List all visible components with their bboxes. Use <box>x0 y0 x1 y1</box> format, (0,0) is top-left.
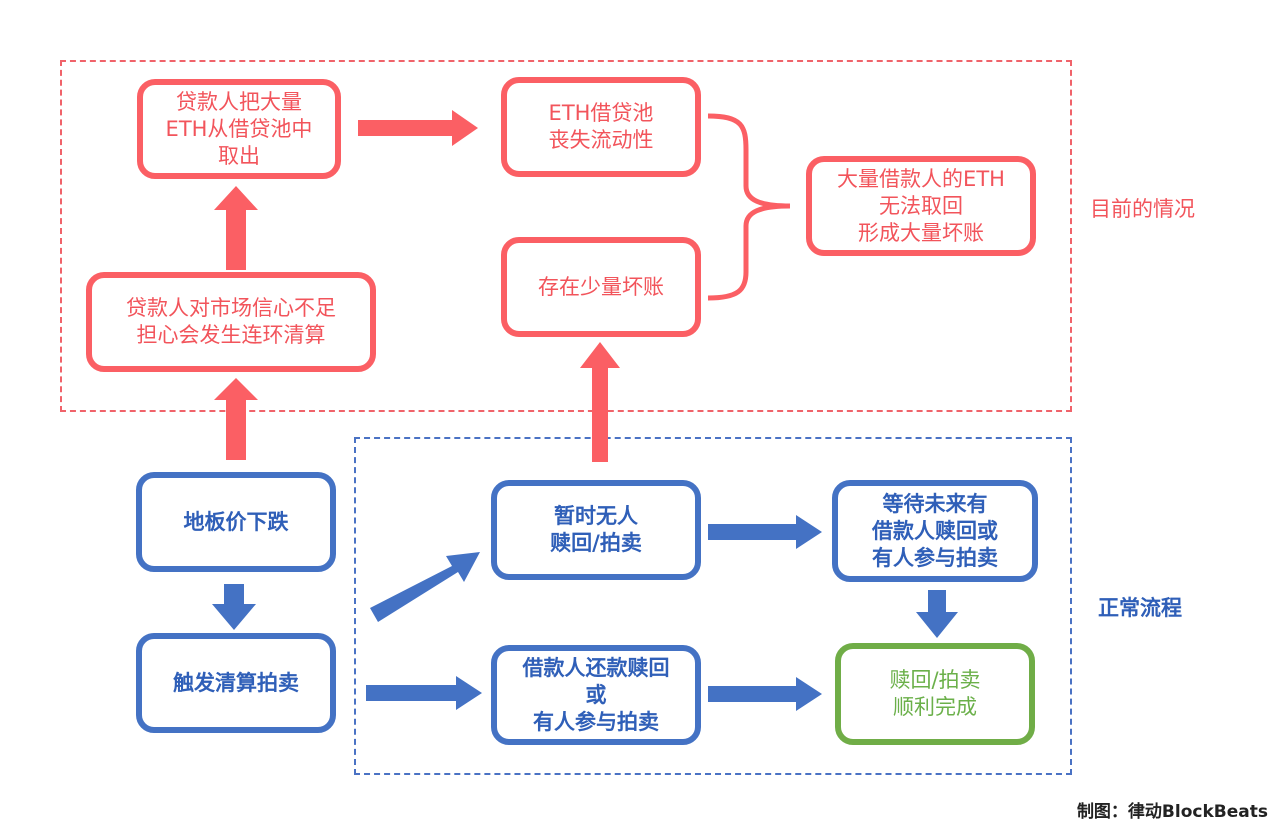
arrow-trigger-to-noredeem <box>370 552 480 622</box>
arrow-trigger-to-repay <box>366 676 482 710</box>
label-current-situation: 目前的情况 <box>1090 197 1195 221</box>
box-withdraw-eth: 贷款人把大量 ETH从借贷池中 取出 <box>137 79 341 179</box>
box-pool-illiquid: ETH借贷池 丧失流动性 <box>501 77 701 177</box>
arrow-floor-to-fear <box>214 378 258 460</box>
arrow-noredeem-to-wait <box>708 515 822 549</box>
chart-credit: 制图：律动BlockBeats <box>1076 802 1268 822</box>
box-wait-future: 等待未来有 借款人赎回或 有人参与拍卖 <box>832 480 1038 582</box>
box-floor-drop: 地板价下跌 <box>136 472 336 572</box>
box-trigger-auction: 触发清算拍卖 <box>136 633 336 733</box>
box-repay-redeem: 借款人还款赎回 或 有人参与拍卖 <box>491 645 701 745</box>
box-no-redeemer: 暂时无人 赎回/拍卖 <box>491 480 701 580</box>
current-situation-region <box>60 60 1072 412</box>
label-normal-process: 正常流程 <box>1098 596 1182 620</box>
brace <box>707 113 791 301</box>
arrow-wait-to-success <box>916 590 958 638</box>
box-lender-fear: 贷款人对市场信心不足 担心会发生连环清算 <box>86 272 376 372</box>
normal-process-region <box>354 437 1072 775</box>
arrow-floor-to-trigger <box>212 584 256 630</box>
arrow-repay-to-success <box>708 677 822 711</box>
box-success: 赎回/拍卖 顺利完成 <box>835 643 1035 745</box>
box-small-bad-debt: 存在少量坏账 <box>501 237 701 337</box>
arrow-fear-to-withdraw <box>214 186 258 270</box>
box-large-bad-debt: 大量借款人的ETH 无法取回 形成大量坏账 <box>806 156 1036 256</box>
arrow-withdraw-to-pool <box>358 110 478 146</box>
arrow-noredeem-to-baddebt <box>580 342 620 462</box>
